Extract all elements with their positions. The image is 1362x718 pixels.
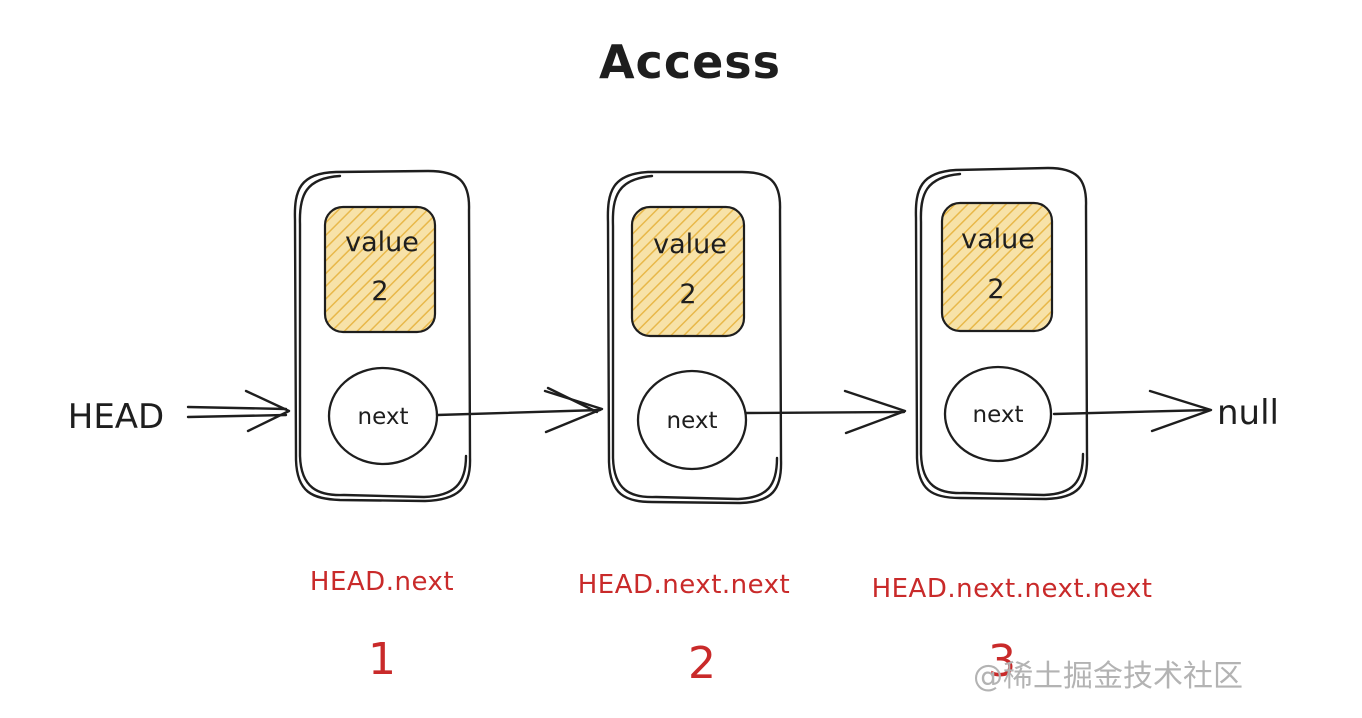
next-arrow-1: [435, 386, 604, 434]
list-node-2: value 2 next: [606, 170, 783, 505]
list-node-3: value 2 next: [914, 166, 1089, 501]
node-2-value-box: [630, 205, 746, 338]
node-1-value-label: value: [345, 227, 419, 258]
node-1-value-box: [323, 205, 437, 334]
node-1-value: 2: [371, 276, 388, 307]
node-3-next-circle: [943, 365, 1053, 463]
node-3-value: 2: [987, 274, 1004, 305]
diagram-title: Access: [599, 35, 781, 89]
node-3-value-label: value: [961, 224, 1035, 255]
access-count-1: 1: [368, 634, 396, 685]
next-arrow-3: [1052, 389, 1213, 433]
node-3-next-label: next: [973, 402, 1024, 428]
next-arrow-2: [744, 389, 907, 435]
node-2-next-circle: [636, 369, 748, 471]
node-1-next-label: next: [358, 404, 409, 430]
head-arrow: [186, 389, 291, 433]
head-label: HEAD: [68, 397, 165, 437]
null-label: null: [1217, 393, 1279, 433]
node-3-value-box: [940, 201, 1054, 333]
list-node-1: value 2 next: [293, 169, 472, 503]
access-path-1: HEAD.next: [310, 567, 454, 597]
node-2-value-label: value: [653, 229, 727, 260]
access-path-2: HEAD.next.next: [578, 570, 791, 600]
access-count-2: 2: [688, 638, 716, 689]
access-path-3: HEAD.next.next.next: [872, 574, 1153, 604]
watermark: @稀土掘金技术社区: [973, 659, 1243, 694]
node-2-next-label: next: [667, 408, 718, 434]
node-2-value: 2: [679, 279, 696, 310]
access-count-3: 3: [988, 636, 1016, 687]
